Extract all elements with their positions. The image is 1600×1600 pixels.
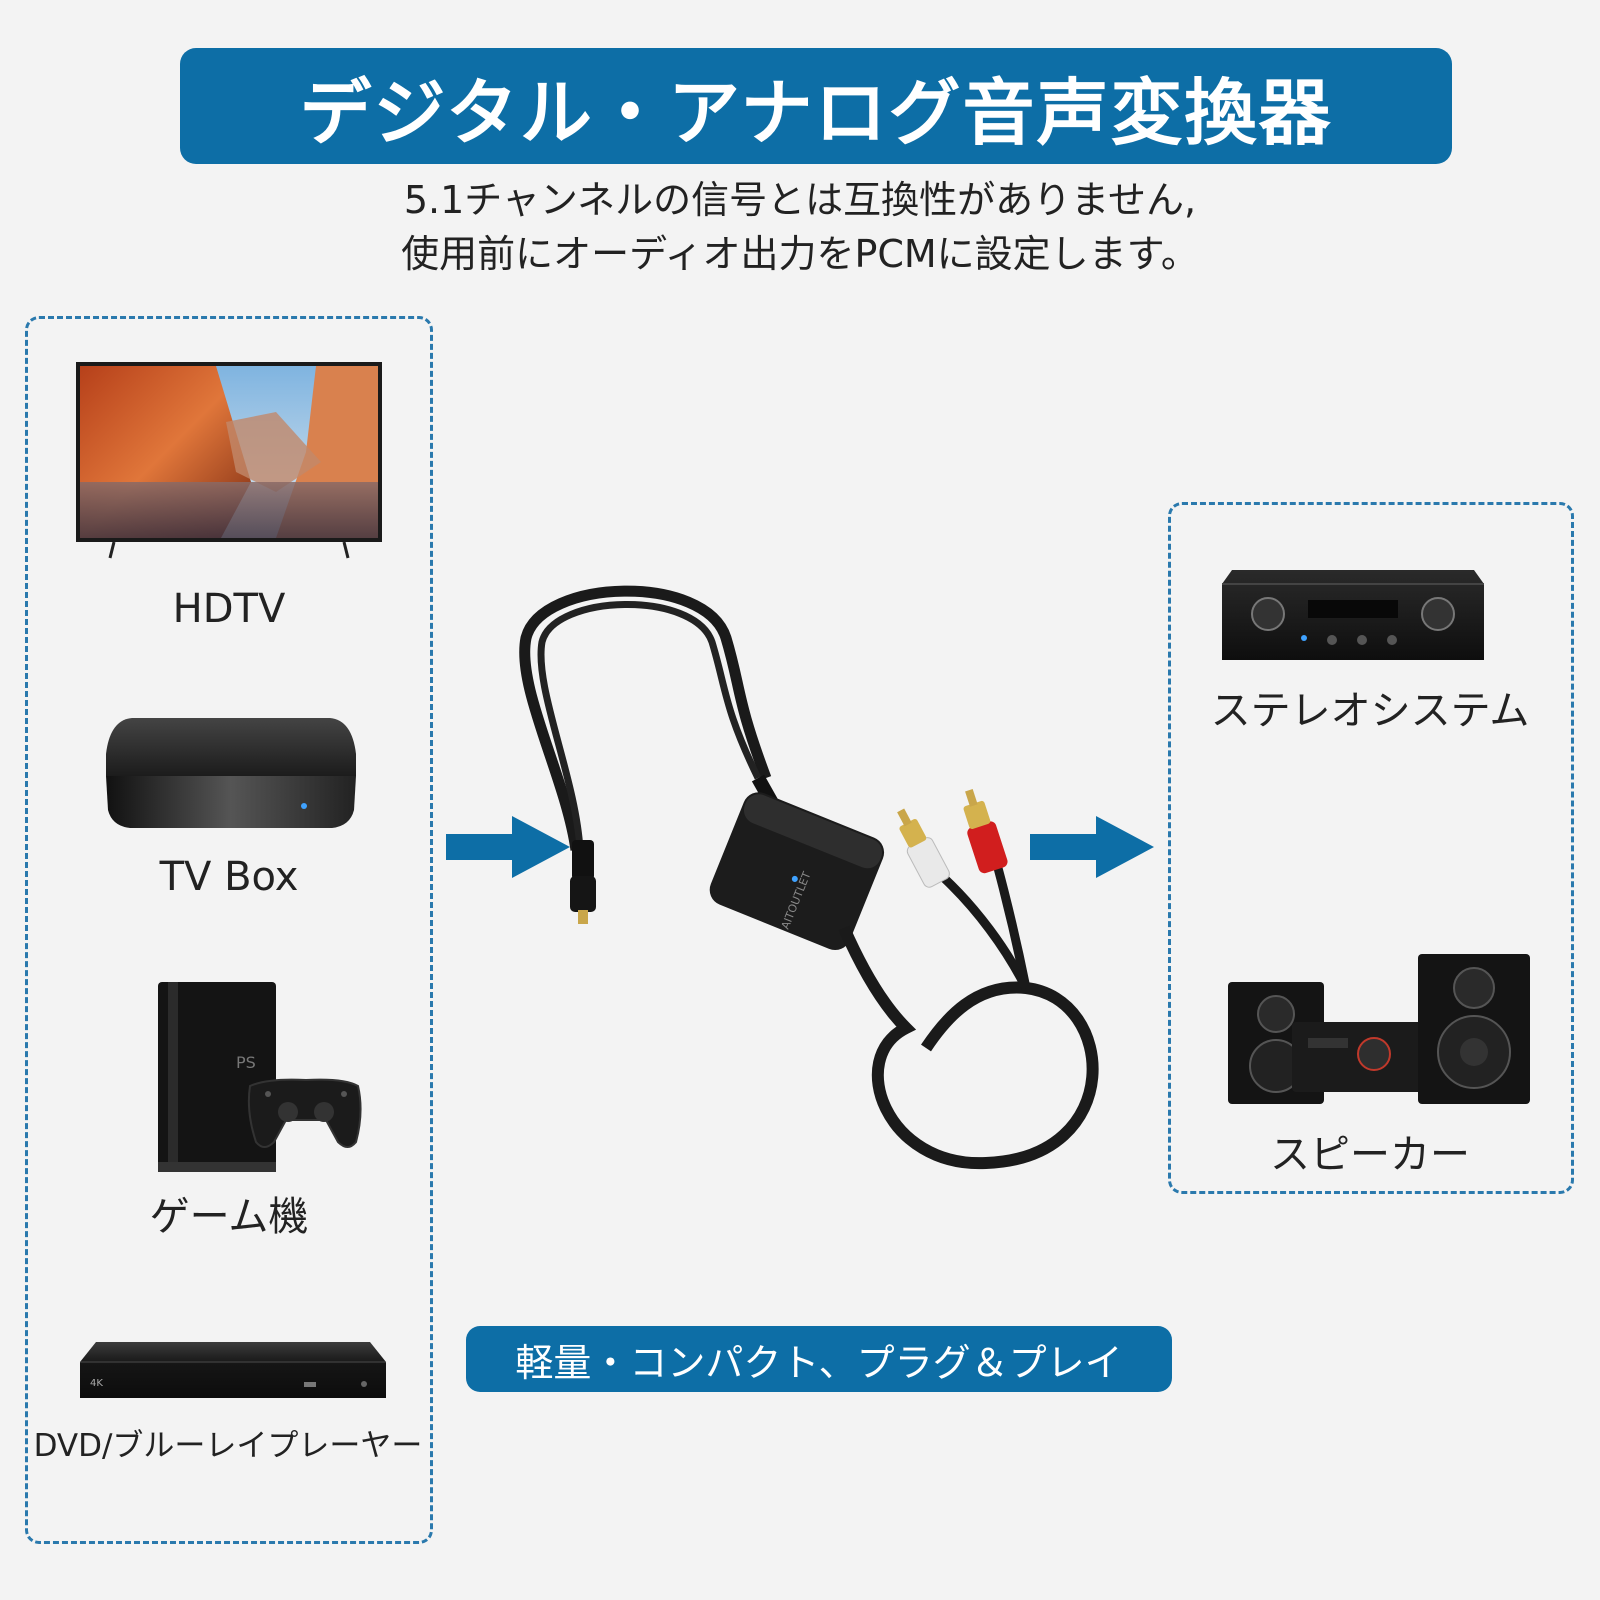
source-devices-panel	[25, 316, 433, 1544]
output-label-stereo: ステレオシステム	[1210, 688, 1530, 734]
svg-text:4K: 4K	[90, 1378, 103, 1389]
subtitle-line-2: 使用前にオーディオ出力をPCMに設定します。	[401, 232, 1199, 276]
audio-converter-icon: AITOUTLET	[519, 585, 1099, 1170]
source-label-dvd-player: DVD/ブルーレイプレーヤー	[33, 1428, 423, 1464]
game-console-icon: PS	[158, 982, 362, 1172]
stereo-amplifier-icon	[1222, 570, 1484, 660]
subtitle-line-1: 5.1チャンネルの信号とは互換性がありません,	[403, 178, 1197, 222]
tv-icon	[76, 362, 382, 559]
output-devices-panel	[1168, 502, 1574, 1194]
svg-text:PS: PS	[236, 1053, 256, 1072]
output-label-speaker: スピーカー	[1270, 1132, 1470, 1178]
feature-badge: 軽量・コンパクト、プラグ＆プレイ	[466, 1326, 1172, 1392]
source-label-hdtv: HDTV	[172, 586, 286, 632]
output-arrow-icon	[1030, 816, 1154, 878]
source-label-game-console: ゲーム機	[149, 1194, 309, 1240]
title-banner: デジタル・アナログ音声変換器	[180, 48, 1452, 164]
source-label-tv-box: TV Box	[159, 854, 299, 900]
page-title: デジタル・アナログ音声変換器	[299, 70, 1333, 155]
dvd-player-icon: 4K	[80, 1342, 386, 1398]
input-arrow-icon	[446, 816, 570, 878]
tv-box-icon	[106, 718, 356, 828]
speaker-system-icon	[1228, 954, 1530, 1104]
